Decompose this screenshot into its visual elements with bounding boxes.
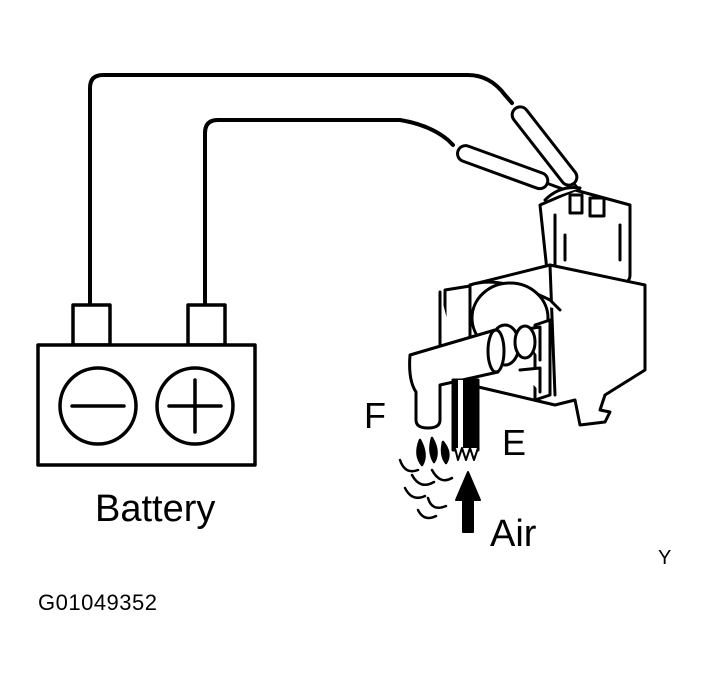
battery-terminal-negative — [71, 303, 112, 347]
air-label: Air — [490, 513, 537, 555]
test-leads — [88, 73, 514, 307]
air-flow-arrow — [455, 471, 481, 533]
plus-icon — [155, 366, 235, 446]
figure-id: G01049352 — [38, 590, 158, 615]
positive-lead-wire — [203, 118, 455, 307]
battery — [36, 303, 257, 467]
negative-lead-wire — [88, 73, 514, 307]
port-f-label: F — [364, 395, 386, 436]
battery-label: Battery — [95, 488, 216, 530]
test-probes — [456, 105, 586, 199]
corner-mark: Y — [658, 547, 672, 569]
minus-icon — [58, 366, 138, 446]
vacuum-switching-valve — [408, 186, 647, 461]
port-e-hose — [451, 378, 480, 452]
battery-case — [36, 343, 257, 467]
battery-terminal-positive — [186, 303, 227, 347]
air-bubbles — [398, 436, 454, 520]
valve-connector — [538, 186, 632, 292]
port-e-label: E — [502, 422, 527, 463]
